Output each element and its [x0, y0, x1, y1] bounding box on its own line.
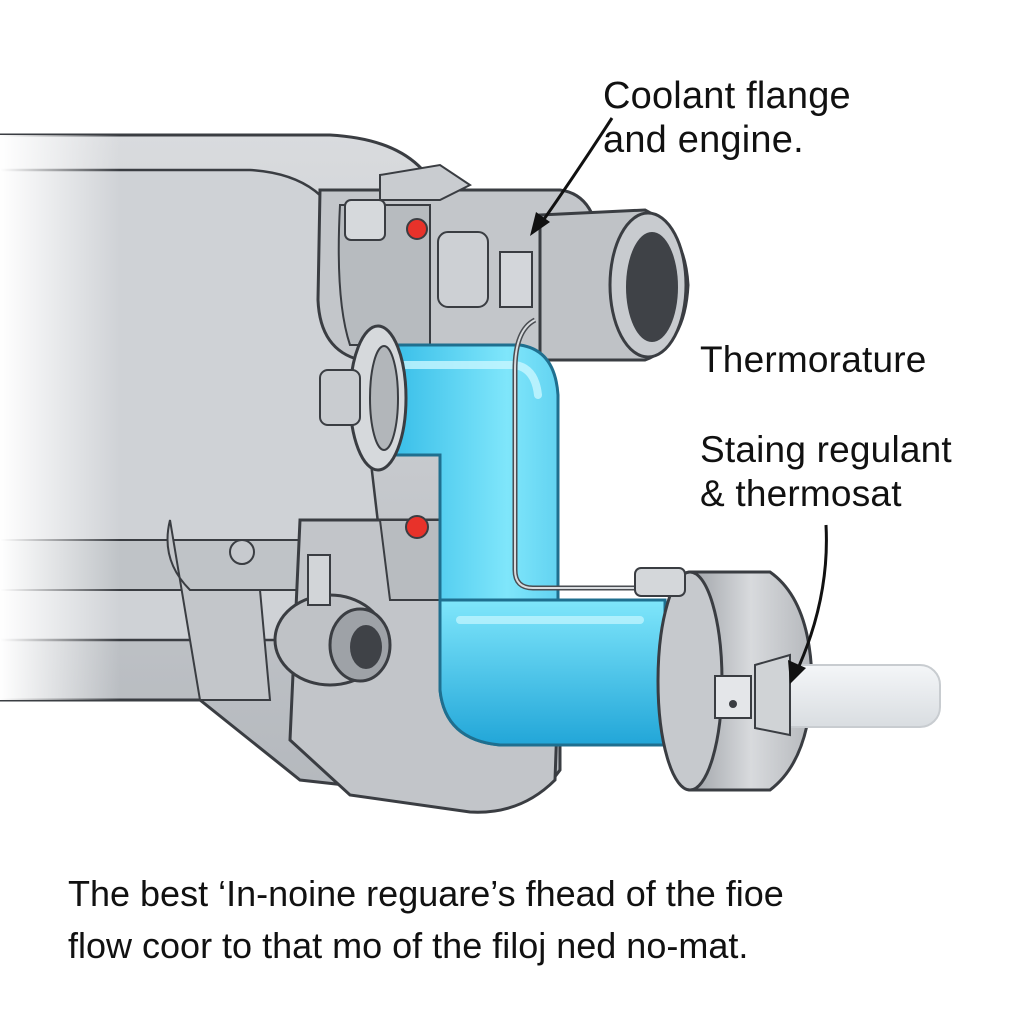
arrowhead-staing — [788, 660, 806, 684]
diagram-caption: The best ‘In-noine reguare’s fhead of th… — [68, 868, 968, 972]
arrow-staing-regulant — [793, 524, 828, 676]
caption-line1: The best ‘In-noine reguare’s fhead of th… — [68, 873, 784, 914]
leader-arrows — [538, 117, 828, 676]
thermostat-canister — [634, 567, 814, 792]
hose-clamp — [319, 324, 408, 472]
label-coolant-flange: Coolant flange and engine. — [603, 74, 851, 162]
label-coolant-flange-line2: and engine. — [603, 119, 804, 161]
outlet-tube — [538, 208, 690, 362]
label-staing-regulant-line2: & thermosat — [700, 473, 902, 514]
arrow-coolant-flange — [538, 117, 614, 226]
label-staing-regulant-line1: Staing regulant — [700, 429, 952, 470]
label-coolant-flange-line1: Coolant flange — [603, 75, 851, 117]
output-shaft — [714, 653, 941, 737]
arrowhead-coolant — [530, 212, 550, 236]
caption-line2: flow coor to that mo of the filoj ned no… — [68, 925, 749, 966]
label-thermorature: Thermorature — [700, 339, 927, 380]
coolant-flange-housing — [316, 163, 602, 362]
red-indicator-lower — [405, 515, 429, 539]
lower-port — [273, 554, 392, 687]
label-staing-regulant: Staing regulant & thermosat — [700, 428, 952, 516]
